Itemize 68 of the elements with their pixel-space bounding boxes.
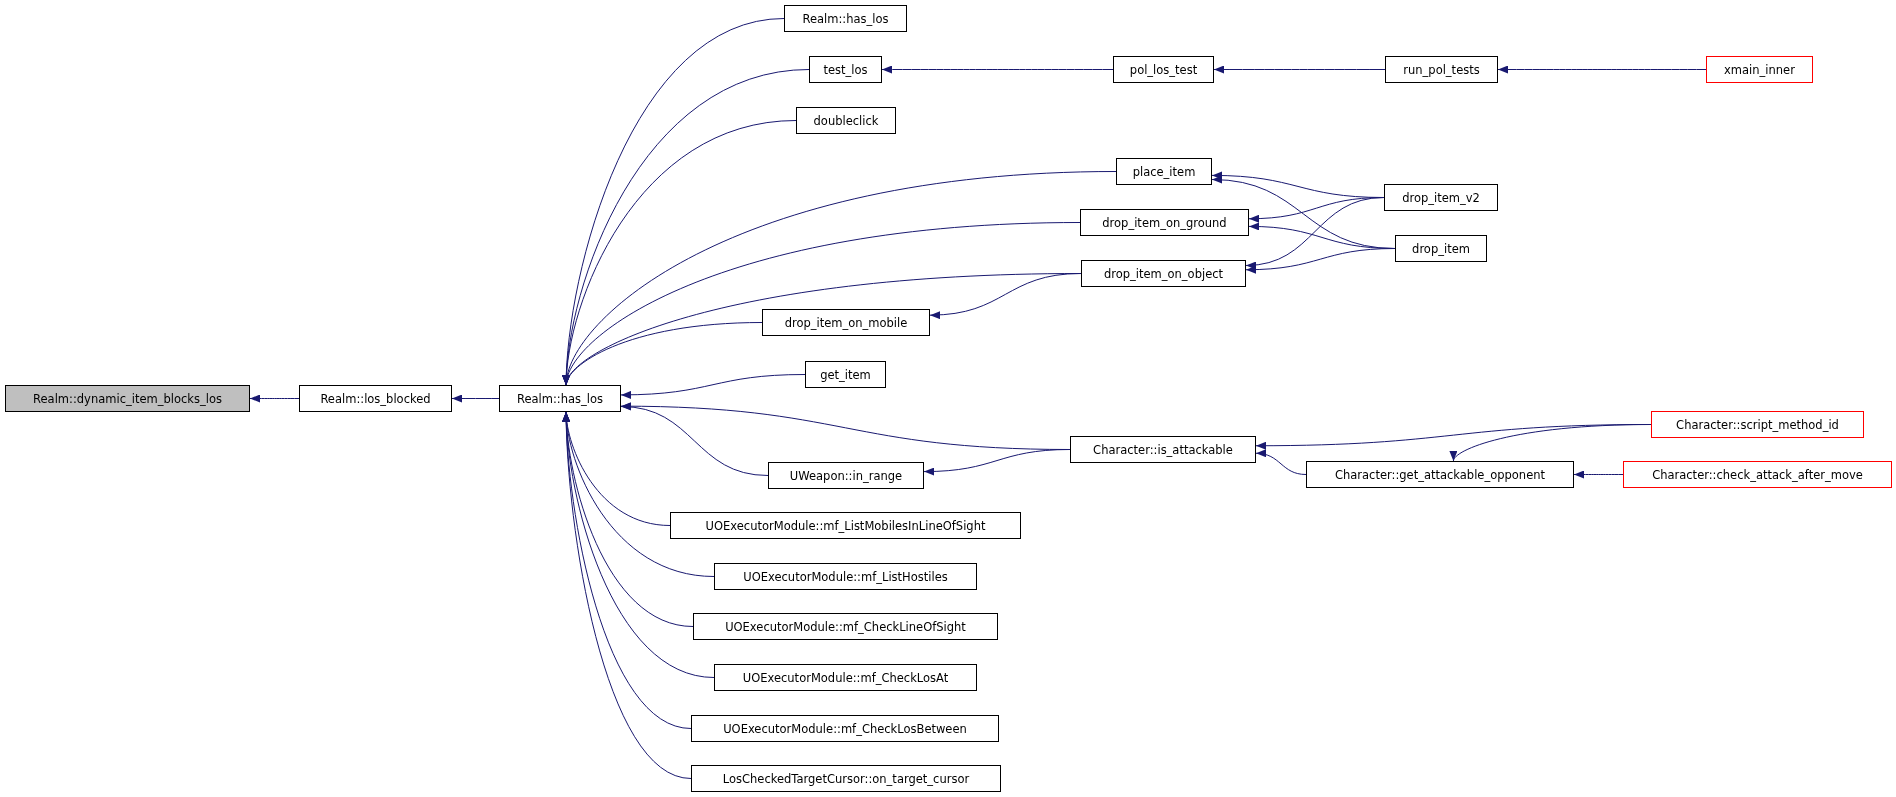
function-box <box>299 385 452 412</box>
function-box <box>714 563 977 590</box>
function-box <box>691 715 999 742</box>
function-box <box>768 462 924 489</box>
function-box <box>1080 209 1249 236</box>
call-arrow <box>564 322 763 386</box>
function-box <box>691 765 1001 792</box>
call-arrow <box>1245 197 1385 269</box>
function-name: doubleclick <box>813 113 879 128</box>
call-arrow <box>1255 450 1307 475</box>
function-name: run_pol_tests <box>1403 62 1480 77</box>
call-arrow <box>620 403 769 476</box>
function-name: drop_item_on_object <box>1103 266 1224 281</box>
function-box <box>805 361 886 388</box>
function-box <box>499 385 621 412</box>
function-name: UOExecutorModule::mf_CheckLosAt <box>742 670 949 685</box>
function-box <box>784 5 907 32</box>
call-arrow <box>1573 470 1624 479</box>
function-name: drop_item_v2 <box>1402 190 1480 205</box>
function-name: Realm::has_los <box>802 11 889 26</box>
call-arrow <box>881 65 1114 74</box>
function-name: Realm::has_los <box>516 391 603 406</box>
function-name: Character::script_method_id <box>1676 417 1839 432</box>
function-box <box>5 385 250 412</box>
call-arrow <box>923 449 1071 476</box>
function-box <box>1306 461 1574 488</box>
function-box <box>1651 411 1864 438</box>
function-box <box>1081 260 1246 287</box>
function-box <box>796 107 896 134</box>
function-box <box>1384 184 1498 211</box>
call-arrow <box>929 273 1082 319</box>
call-arrow <box>1497 65 1707 74</box>
function-name: get_item <box>820 367 871 382</box>
function-box <box>670 512 1021 539</box>
function-box <box>1706 56 1813 83</box>
call-arrow <box>451 394 500 403</box>
function-name: drop_item_on_mobile <box>784 315 908 330</box>
function-name: UOExecutorModule::mf_ListMobilesInLineOfSight <box>705 518 986 533</box>
function-name: test_los <box>823 62 868 77</box>
function-name: drop_item_on_ground <box>1102 215 1227 230</box>
call-arrow <box>249 394 300 403</box>
function-box <box>809 56 882 83</box>
function-name: UOExecutorModule::mf_ListHostiles <box>743 569 948 584</box>
call-arrow <box>620 374 806 399</box>
function-name: Character::is_attackable <box>1093 442 1233 457</box>
function-name: Character::check_attack_after_move <box>1652 467 1863 482</box>
function-box <box>714 664 977 691</box>
function-name: UOExecutorModule::mf_CheckLineOfSight <box>725 619 966 634</box>
call-arrow <box>1245 248 1396 274</box>
function-box <box>762 309 930 336</box>
function-box <box>1116 158 1212 185</box>
function-name: UWeapon::in_range <box>789 468 903 483</box>
function-name: LosCheckedTargetCursor::on_target_cursor <box>722 771 970 786</box>
function-box <box>1623 461 1892 488</box>
function-box <box>693 613 998 640</box>
function-name: place_item <box>1132 164 1196 179</box>
function-name: Realm::dynamic_item_blocks_los <box>33 391 222 406</box>
function-name: Character::get_attackable_opponent <box>1334 467 1546 482</box>
function-name: pol_los_test <box>1129 62 1198 77</box>
function-box <box>1113 56 1214 83</box>
function-box <box>1395 235 1487 262</box>
call-arrow <box>1213 65 1386 74</box>
function-name: xmain_inner <box>1724 62 1795 77</box>
function-name: Realm::los_blocked <box>320 391 431 406</box>
function-name: drop_item <box>1412 241 1470 256</box>
function-box <box>1385 56 1498 83</box>
function-box <box>1070 436 1256 463</box>
function-name: UOExecutorModule::mf_CheckLosBetween <box>723 721 967 736</box>
